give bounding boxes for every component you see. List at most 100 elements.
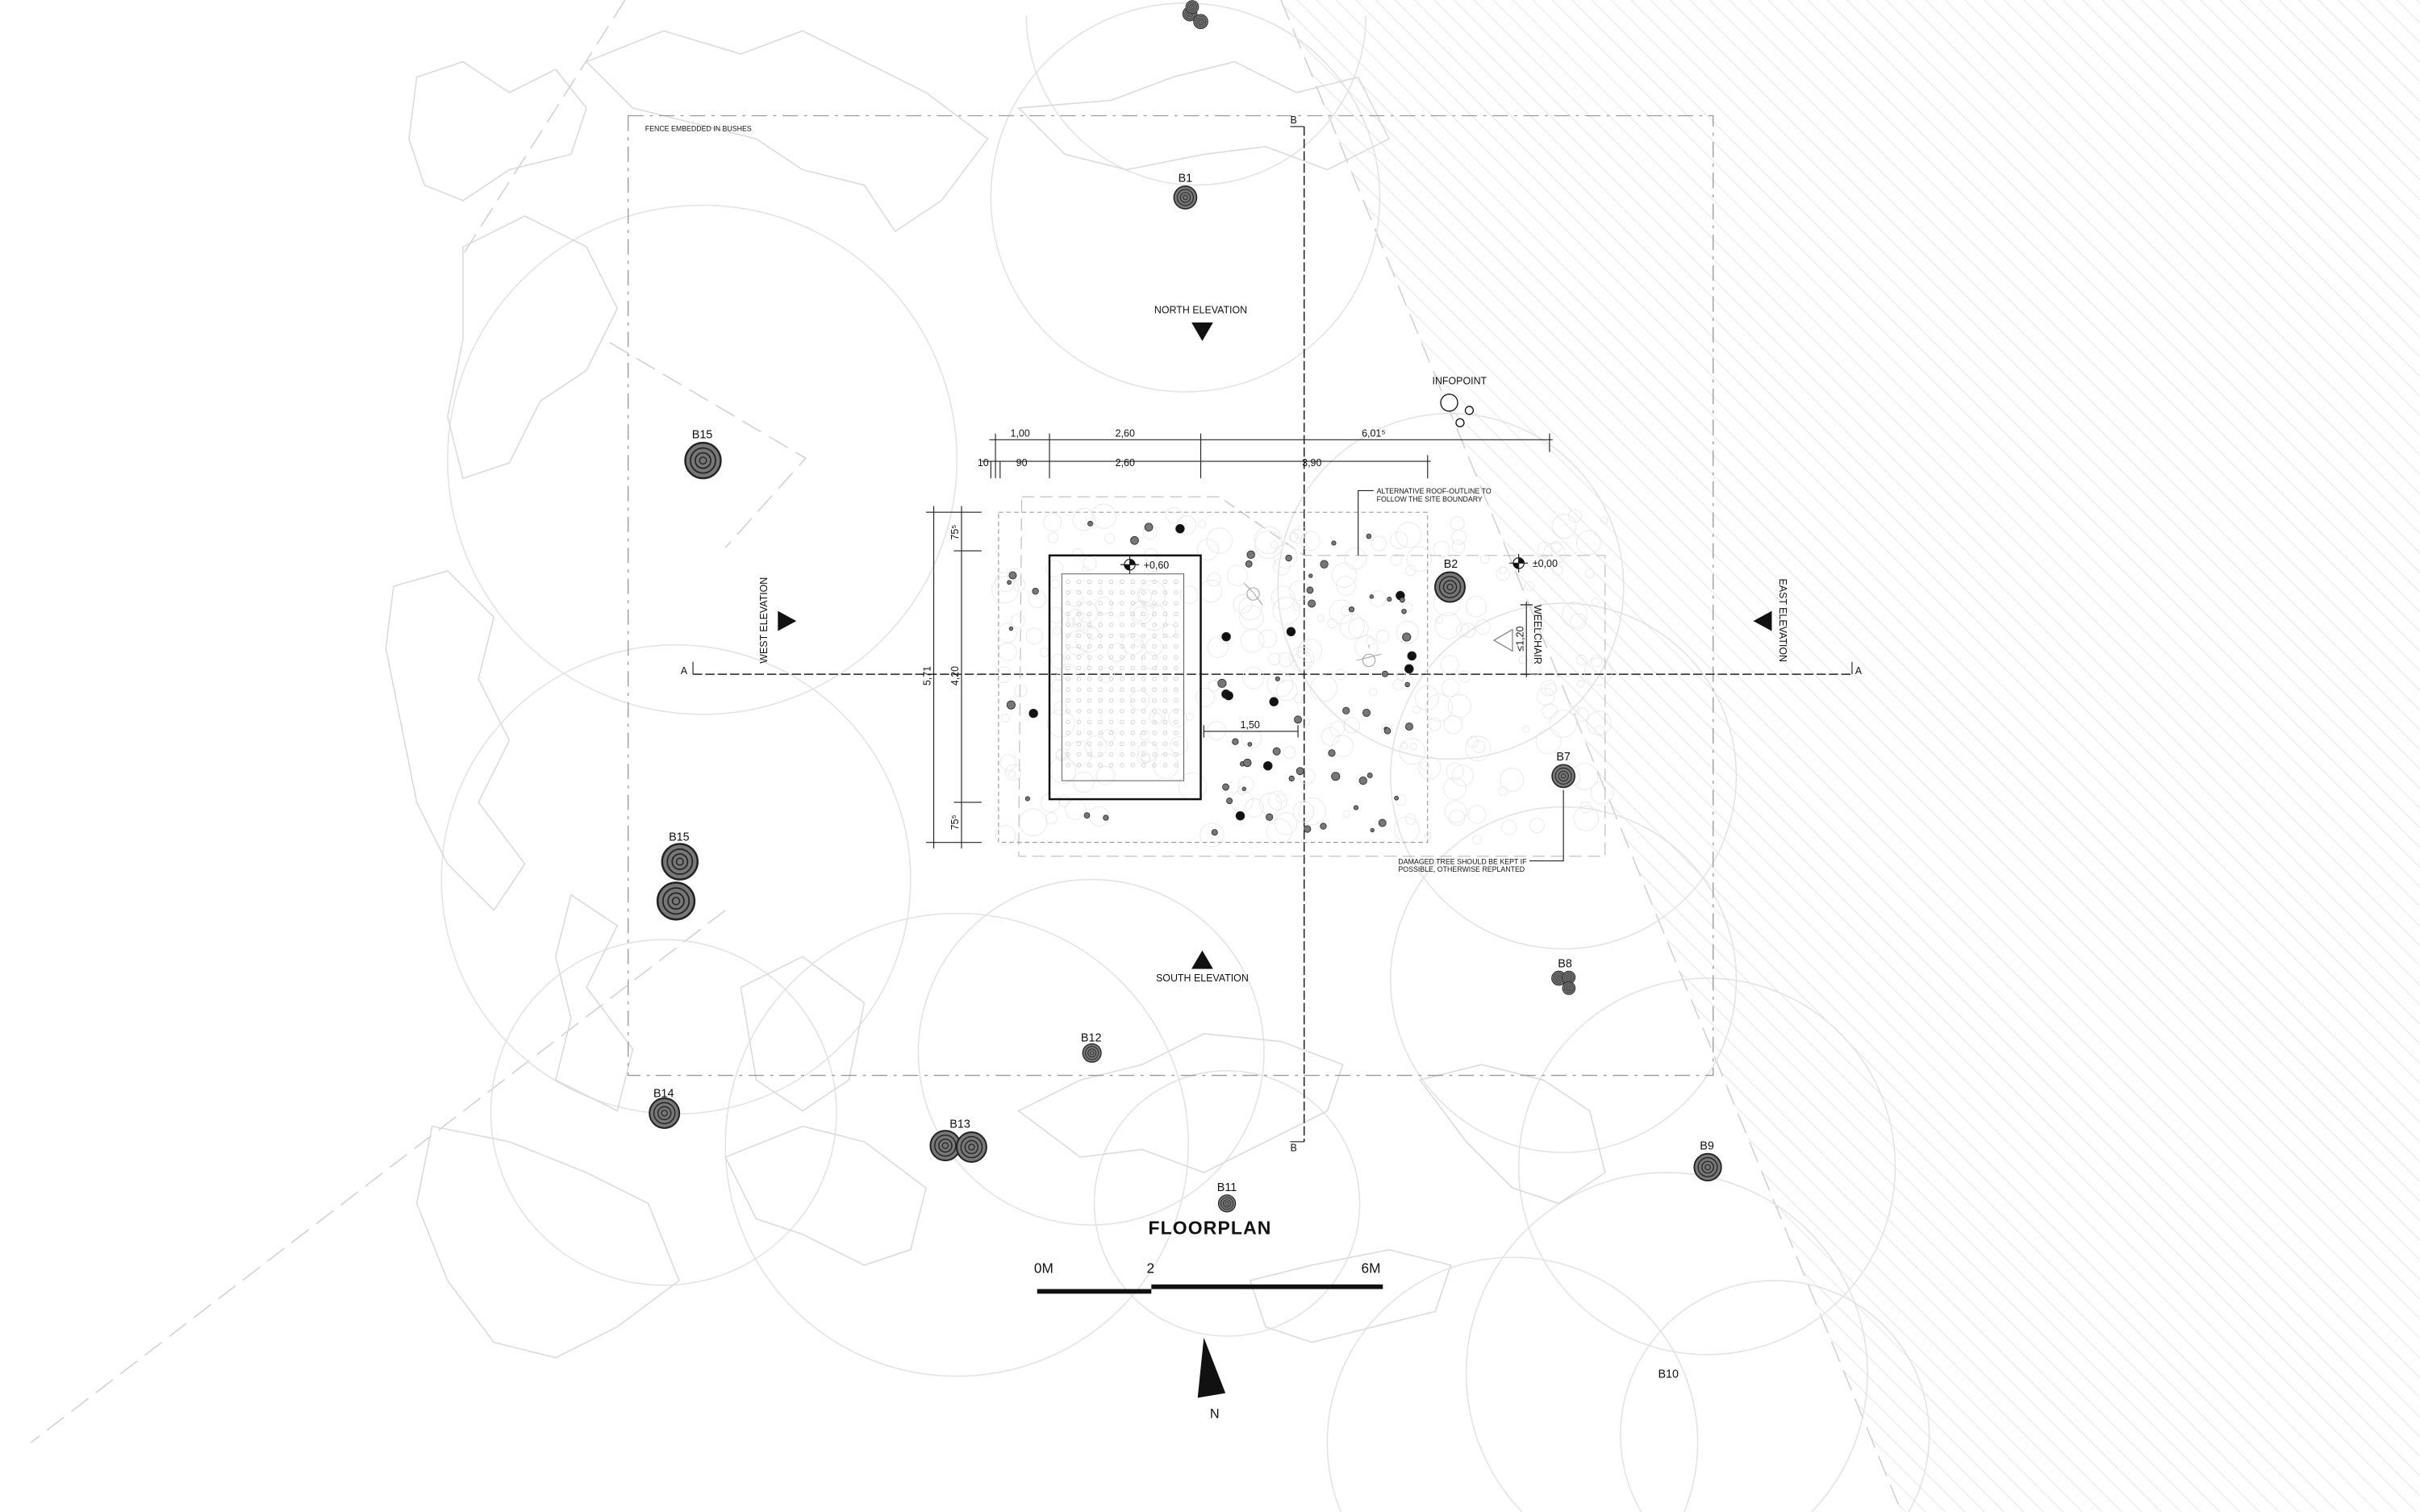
pool-texture-dot — [1130, 763, 1136, 768]
pool-texture-dot — [1066, 633, 1070, 638]
tree-canopies — [440, 2, 1930, 1512]
pool-texture-dot — [1174, 633, 1179, 638]
pebble — [1045, 560, 1063, 577]
plant-dot — [1006, 700, 1016, 710]
pool-texture-dot — [1076, 590, 1082, 595]
pebble — [1121, 633, 1144, 655]
pool-texture-dot — [1098, 601, 1103, 606]
pool-texture-dot — [1076, 709, 1082, 714]
plant-dot — [1275, 676, 1280, 681]
pebble — [1254, 530, 1283, 559]
pool-texture-dot — [1152, 644, 1157, 649]
pebble — [1012, 578, 1026, 592]
pool-texture-dot — [1174, 698, 1179, 703]
pool-texture-dot — [1108, 731, 1114, 735]
pebble — [1195, 687, 1215, 707]
pebble — [1409, 743, 1417, 751]
pool-texture-dot — [1120, 644, 1124, 649]
pebble — [1329, 721, 1346, 737]
east-elevation-marker-icon — [1753, 610, 1772, 631]
north-arrow-label: N — [1210, 1406, 1220, 1421]
plant-dot — [1405, 722, 1413, 731]
pool-texture-dot — [1141, 644, 1146, 649]
pool-texture-dot — [1076, 752, 1082, 757]
pebble — [1369, 688, 1378, 697]
pool-texture-dot — [1076, 763, 1082, 768]
pool-texture-dot — [1066, 698, 1070, 703]
pebble — [1448, 809, 1466, 827]
pebble — [1518, 655, 1528, 664]
pebble — [1162, 623, 1177, 638]
pool-texture-dot — [1066, 677, 1070, 681]
pebble — [1267, 790, 1288, 810]
pool-texture-dot — [1087, 677, 1092, 681]
pebble — [1543, 542, 1566, 565]
pool-texture-dot — [1108, 633, 1114, 638]
pool-texture-dot — [1130, 719, 1136, 725]
tree-note-line2: POSSIBLE, OTHERWISE REPLANTED — [1398, 865, 1525, 873]
plant-dot — [1211, 829, 1218, 836]
pool-texture-dot — [1066, 623, 1070, 627]
pebble — [1294, 526, 1308, 539]
pebble — [1242, 667, 1265, 689]
pool-texture-dot — [1066, 579, 1070, 584]
pebble — [1440, 655, 1459, 674]
pool-texture-dot — [1066, 741, 1070, 746]
dim-left-top: 75⁵ — [949, 525, 961, 540]
pool-texture-dot — [1152, 633, 1157, 638]
pebble — [1275, 793, 1285, 803]
pebble — [1292, 801, 1314, 823]
pebble — [1456, 623, 1470, 637]
hatched-area — [1281, 0, 2420, 1512]
pool-texture-dot — [1152, 579, 1157, 584]
pebble — [1501, 819, 1517, 835]
pool-texture-dot — [1130, 665, 1136, 671]
pool-texture-dot — [1130, 655, 1136, 660]
pebble — [1570, 613, 1587, 630]
pebble — [1276, 679, 1298, 702]
pebble — [1278, 652, 1293, 668]
pool-texture-dot — [1120, 677, 1124, 681]
pool-texture-dot — [1130, 633, 1136, 638]
pebble — [1433, 540, 1450, 558]
plant-dot — [1087, 520, 1093, 527]
pool-texture-dot — [1174, 644, 1179, 649]
pebble — [1233, 594, 1253, 614]
pebble — [1550, 541, 1563, 553]
pebble — [1594, 726, 1605, 736]
pool-texture-dot — [1108, 709, 1114, 714]
pebble — [1396, 620, 1420, 644]
pebble — [1067, 609, 1084, 626]
pool-texture-dot — [1141, 601, 1146, 606]
pool-texture-dot — [1141, 709, 1146, 714]
tree-b2: B2 — [1434, 558, 1466, 603]
pebble — [1380, 723, 1392, 735]
pebble — [1065, 798, 1087, 820]
pool-texture-dot — [1130, 611, 1136, 617]
pool-texture-dot — [1087, 709, 1092, 714]
level-marker-ground — [1509, 553, 1529, 573]
pebble — [1292, 602, 1301, 611]
pebble — [1270, 540, 1279, 549]
pebble — [1005, 764, 1022, 781]
pool-texture-dot — [1076, 601, 1082, 606]
tree-b12: B12 — [1081, 1031, 1102, 1063]
plant-dot — [1362, 708, 1371, 717]
pebble — [1053, 701, 1068, 715]
pool-texture-dot — [1152, 655, 1157, 660]
pool-texture-dot — [1141, 731, 1146, 735]
pebble — [1299, 768, 1316, 785]
pool-texture-dot — [1076, 644, 1082, 649]
pool-texture-dot — [1162, 763, 1168, 768]
pool-outline — [1048, 554, 1202, 801]
pool-texture-dot — [1087, 611, 1092, 617]
pool-texture-dot — [1087, 655, 1092, 660]
pebble — [998, 642, 1017, 661]
pool-texture-dot — [1087, 633, 1092, 638]
pool-texture-dot — [1120, 731, 1124, 735]
tree-b9: B9 — [1693, 1139, 1722, 1182]
pool-texture-dot — [1130, 677, 1136, 681]
pebble — [1545, 683, 1558, 695]
pebble — [1137, 588, 1152, 604]
pool-texture-dot — [1066, 763, 1070, 768]
